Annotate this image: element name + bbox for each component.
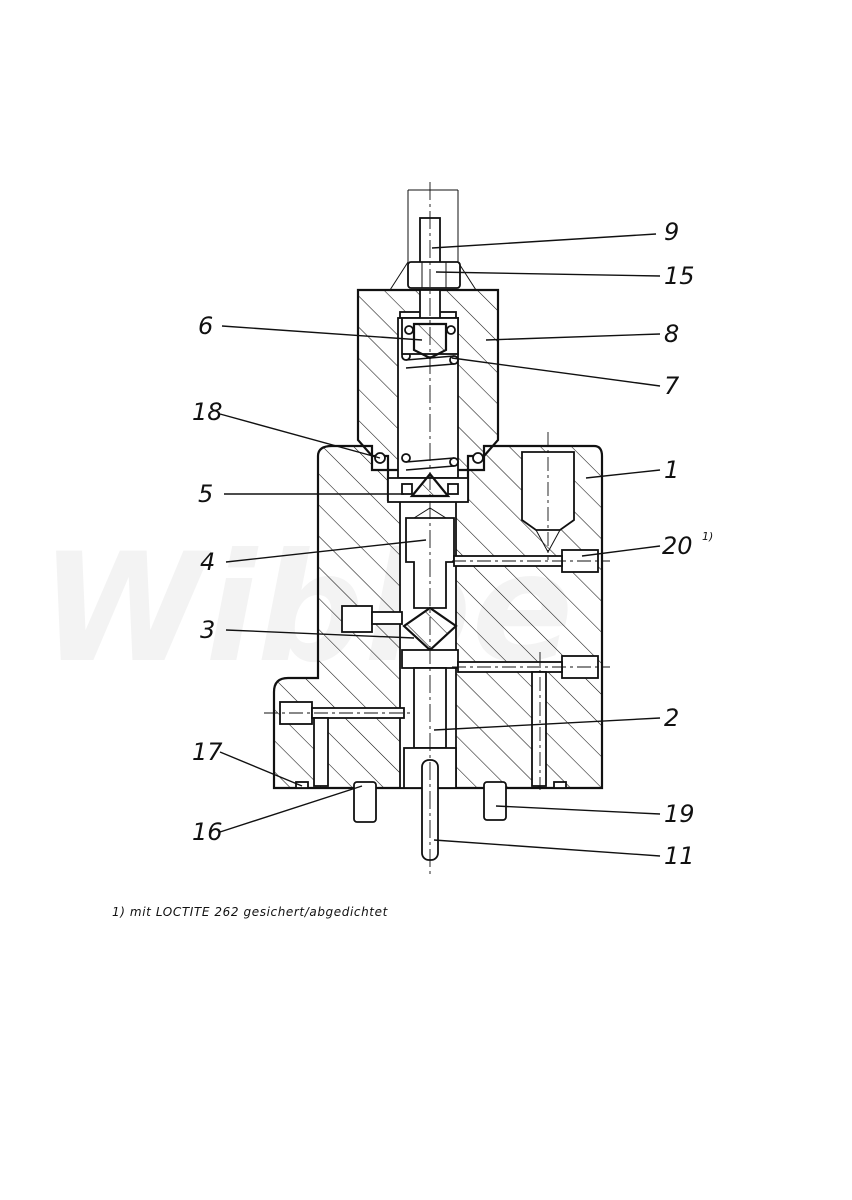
label-part-8: 8 (664, 320, 679, 348)
label-part-20-footnote-mark: 1) (702, 530, 713, 543)
left-plug-upper (341, 605, 373, 633)
oring-upper-left (404, 325, 414, 335)
seat-oring-right (447, 483, 459, 495)
vertical-channel-right (531, 671, 547, 787)
label-part-18: 18 (192, 398, 223, 426)
bottom-screw-right (483, 781, 507, 821)
label-part-15: 15 (664, 262, 695, 290)
oring-upper-right (446, 325, 456, 335)
label-part-17: 17 (192, 738, 223, 766)
seat-oring-left (401, 483, 413, 495)
label-part-20: 20 (662, 532, 693, 560)
vertical-channel-left (313, 717, 329, 787)
label-part-16: 16 (192, 818, 223, 846)
label-part-1: 1 (664, 456, 679, 484)
label-part-4: 4 (200, 548, 215, 576)
label-part-7: 7 (664, 372, 680, 400)
bottom-seal-right (553, 781, 567, 789)
protective-cover-outline (389, 189, 477, 291)
label-part-9: 9 (664, 218, 679, 246)
bottom-screw-left (353, 781, 377, 823)
channel-left-upper (371, 611, 403, 625)
lock-nut (407, 261, 461, 289)
label-part-11: 11 (664, 842, 695, 870)
label-part-2: 2 (664, 704, 679, 732)
leader-lines (219, 233, 661, 857)
label-part-3: 3 (200, 616, 215, 644)
footnote-loctite: 1) mit LOCTITE 262 gesichert/abgedichtet (112, 905, 388, 919)
label-part-19: 19 (664, 800, 695, 828)
label-part-5: 5 (198, 480, 213, 508)
oring-18-right (472, 452, 484, 464)
bottom-seal-left (295, 781, 309, 789)
label-part-6: 6 (198, 312, 213, 340)
